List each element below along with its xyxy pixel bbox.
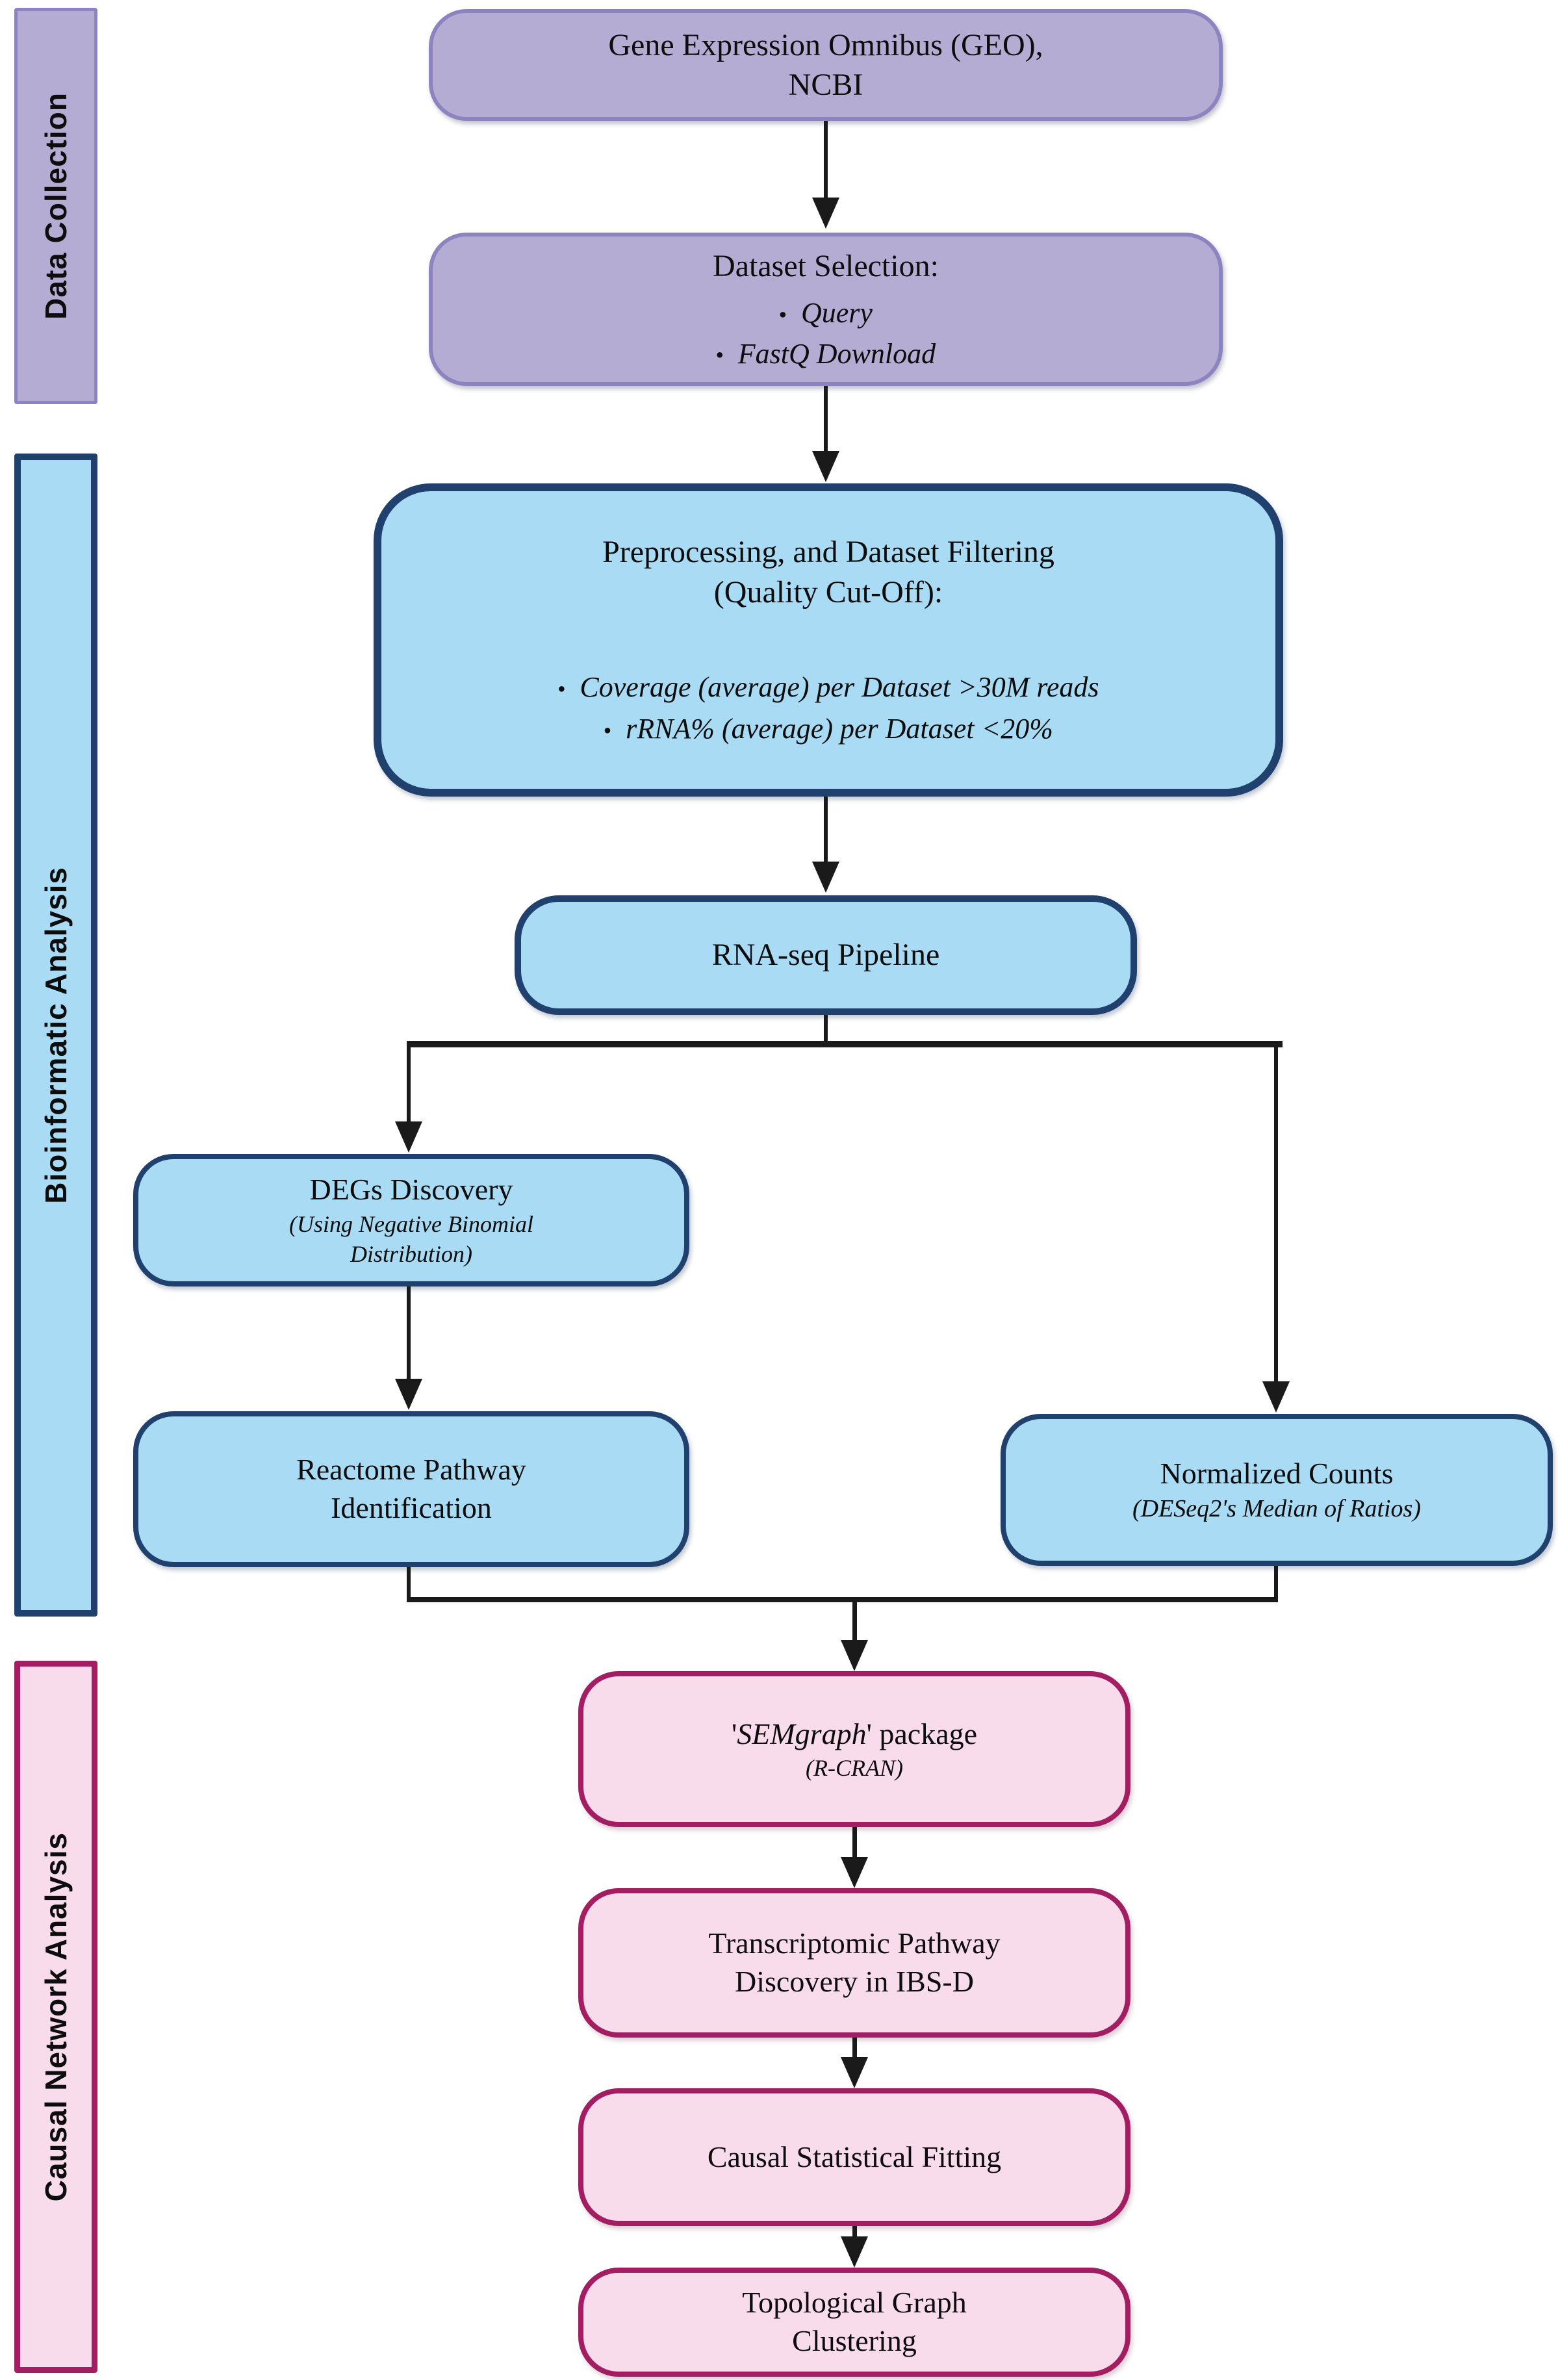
node-semgraph-subtitle: (R-CRAN) [806,1755,903,1782]
node-normalized-subtitle: (DESeq2's Median of Ratios) [1132,1495,1421,1523]
phase-bar-causal-network-analysis: Causal Network Analysis [14,1661,97,2373]
arrow-dataset-to-preprocessing-line [824,386,828,451]
semgraph-title-name: SEMgraph [737,1717,867,1750]
node-rnaseq-title: RNA-seq Pipeline [711,938,940,973]
arrow-split-to-normalized-head [1262,1381,1290,1413]
arrow-dataset-to-preprocessing-head [812,451,839,482]
phase-bar-bioinformatic-analysis: Bioinformatic Analysis [14,454,97,1617]
node-causal-fitting-title: Causal Statistical Fitting [707,2140,1002,2173]
phase-label-causal-network-analysis: Causal Network Analysis [39,1832,73,2202]
arrow-degs-to-reactome-line [407,1286,411,1379]
bullet-text: FastQ Download [737,337,936,370]
arrow-merge-to-semgraph-head [841,1640,868,1671]
node-degs-discovery: DEGs Discovery (Using Negative Binomial … [133,1154,689,1286]
arrow-transcriptomic-to-causal-head [841,2057,868,2088]
node-rnaseq-pipeline: RNA-seq Pipeline [515,895,1137,1015]
arrow-preprocessing-to-rnaseq-head [812,862,839,893]
arrow-semgraph-to-transcriptomic-line [852,1827,857,1857]
arrow-semgraph-to-transcriptomic-head [841,1857,868,1888]
preprocessing-bullet-list: Coverage (average) per Dataset >30M read… [557,664,1099,748]
node-geo-ncbi: Gene Expression Omnibus (GEO), NCBI [429,9,1223,121]
arrow-preprocessing-to-rnaseq-line [824,797,828,862]
bullet-text: Coverage (average) per Dataset >30M read… [580,671,1099,704]
phase-bar-data-collection: Data Collection [14,8,97,404]
node-causal-statistical-fitting: Causal Statistical Fitting [578,2088,1130,2226]
bullet-text: Query [800,297,873,329]
phase-label-data-collection: Data Collection [39,92,73,320]
bullet-item: Coverage (average) per Dataset >30M read… [557,669,1099,706]
connector-merge-crossbar [407,1597,1278,1602]
arrow-geo-to-dataset-line [824,121,828,198]
bullet-item: Query [716,295,936,331]
node-reactome-title: Reactome Pathway Identification [296,1453,526,1524]
arrow-degs-to-reactome-head [395,1379,422,1410]
node-reactome-pathway: Reactome Pathway Identification [133,1411,689,1567]
connector-split-stem [824,1015,828,1045]
semgraph-title-rest: ' package [866,1717,978,1750]
connector-merge-left-drop [407,1567,411,1602]
arrow-split-to-degs-line [407,1046,411,1121]
connector-split-crossbar [407,1041,1283,1047]
node-semgraph-package: 'SEMgraph' package (R-CRAN) [578,1671,1130,1827]
node-transcriptomic-title: Transcriptomic Pathway Discovery in IBS-… [708,1926,1001,1998]
node-dataset-selection: Dataset Selection: Query FastQ Download [429,233,1223,386]
node-geo-title: Gene Expression Omnibus (GEO), NCBI [608,27,1043,102]
node-topological-title: Topological Graph Clustering [742,2286,967,2357]
arrow-split-to-normalized-line [1274,1046,1278,1381]
node-normalized-counts: Normalized Counts (DESeq2's Median of Ra… [1001,1414,1553,1566]
node-topological-clustering: Topological Graph Clustering [578,2268,1130,2377]
arrow-split-to-degs-head [395,1121,422,1153]
dataset-selection-bullet-list: Query FastQ Download [716,291,936,372]
node-preprocessing-title: Preprocessing, and Dataset Filtering (Qu… [602,535,1054,609]
arrow-causal-to-topological-line [852,2226,857,2236]
arrow-causal-to-topological-head [841,2236,868,2268]
node-preprocessing-filtering: Preprocessing, and Dataset Filtering (Qu… [374,483,1283,797]
arrow-transcriptomic-to-causal-line [852,2038,857,2057]
node-transcriptomic-pathway: Transcriptomic Pathway Discovery in IBS-… [578,1888,1130,2038]
bullet-text: rRNA% (average) per Dataset <20% [626,713,1053,745]
bullet-item: rRNA% (average) per Dataset <20% [557,711,1099,747]
arrow-merge-to-semgraph-line [852,1601,857,1641]
node-degs-title: DEGs Discovery [309,1173,513,1207]
phase-label-bioinformatic-analysis: Bioinformatic Analysis [39,866,73,1204]
node-normalized-title: Normalized Counts [1160,1457,1394,1491]
semgraph-title-open-quote: ' [731,1717,737,1750]
node-degs-subtitle: (Using Negative Binomial Distribution) [289,1211,533,1268]
arrow-geo-to-dataset-head [812,198,839,229]
connector-merge-right-drop [1274,1566,1278,1602]
node-dataset-selection-title: Dataset Selection: [713,248,939,283]
bullet-item: FastQ Download [716,336,936,372]
node-semgraph-title: 'SEMgraph' package [732,1715,977,1754]
